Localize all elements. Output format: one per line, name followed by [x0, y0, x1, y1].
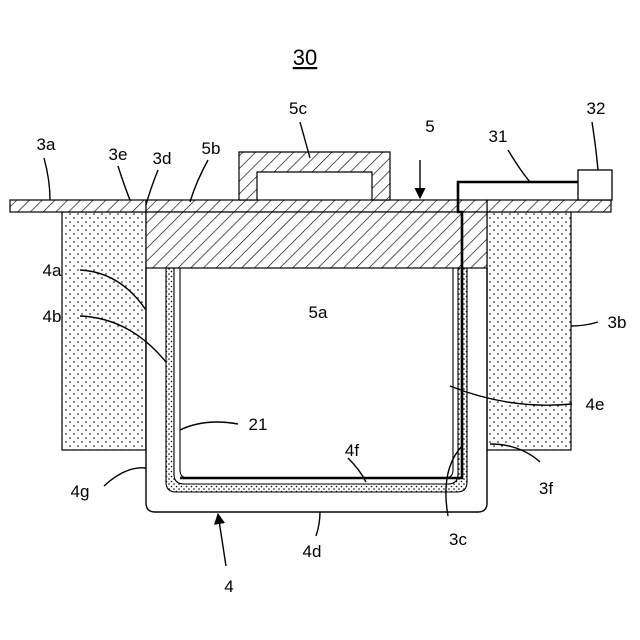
- lid-top-5b: [146, 200, 487, 212]
- label-4a: 4a: [43, 261, 62, 280]
- label-5: 5: [425, 117, 434, 136]
- label-3f: 3f: [539, 479, 553, 498]
- label-5a: 5a: [309, 303, 328, 322]
- label-3b: 3b: [608, 313, 627, 332]
- leader-4d: [316, 512, 320, 536]
- leader-32: [592, 122, 598, 170]
- arrow-4: [218, 514, 226, 566]
- label-3e: 3e: [109, 145, 128, 164]
- insulator-left-block: [62, 212, 146, 450]
- figure-number: 30: [293, 45, 317, 70]
- label-3d: 3d: [153, 149, 172, 168]
- leader-5b: [190, 160, 208, 202]
- label-3a: 3a: [37, 135, 56, 154]
- leader-3b: [571, 322, 598, 326]
- lid-plug-5a: [146, 212, 487, 268]
- leader-31: [508, 150, 530, 182]
- leader-4g: [104, 468, 146, 486]
- label-4d: 4d: [303, 542, 322, 561]
- label-4g: 4g: [71, 482, 90, 501]
- label-3c: 3c: [449, 530, 467, 549]
- label-4e: 4e: [586, 395, 605, 414]
- label-4b: 4b: [43, 307, 62, 326]
- label-32: 32: [587, 99, 606, 118]
- base-plate-right: [487, 200, 611, 212]
- label-5b: 5b: [202, 139, 221, 158]
- lid-handle-5c: [239, 152, 390, 200]
- base-plate-left: [10, 200, 146, 212]
- leader-3a: [44, 158, 50, 200]
- sensor-box-32: [578, 170, 612, 200]
- label-4: 4: [224, 577, 233, 596]
- label-5c: 5c: [289, 99, 307, 118]
- label-21: 21: [249, 415, 268, 434]
- insulator-right-block: [487, 212, 571, 450]
- leader-3e: [118, 166, 130, 200]
- label-4f: 4f: [345, 441, 359, 460]
- label-31: 31: [489, 127, 508, 146]
